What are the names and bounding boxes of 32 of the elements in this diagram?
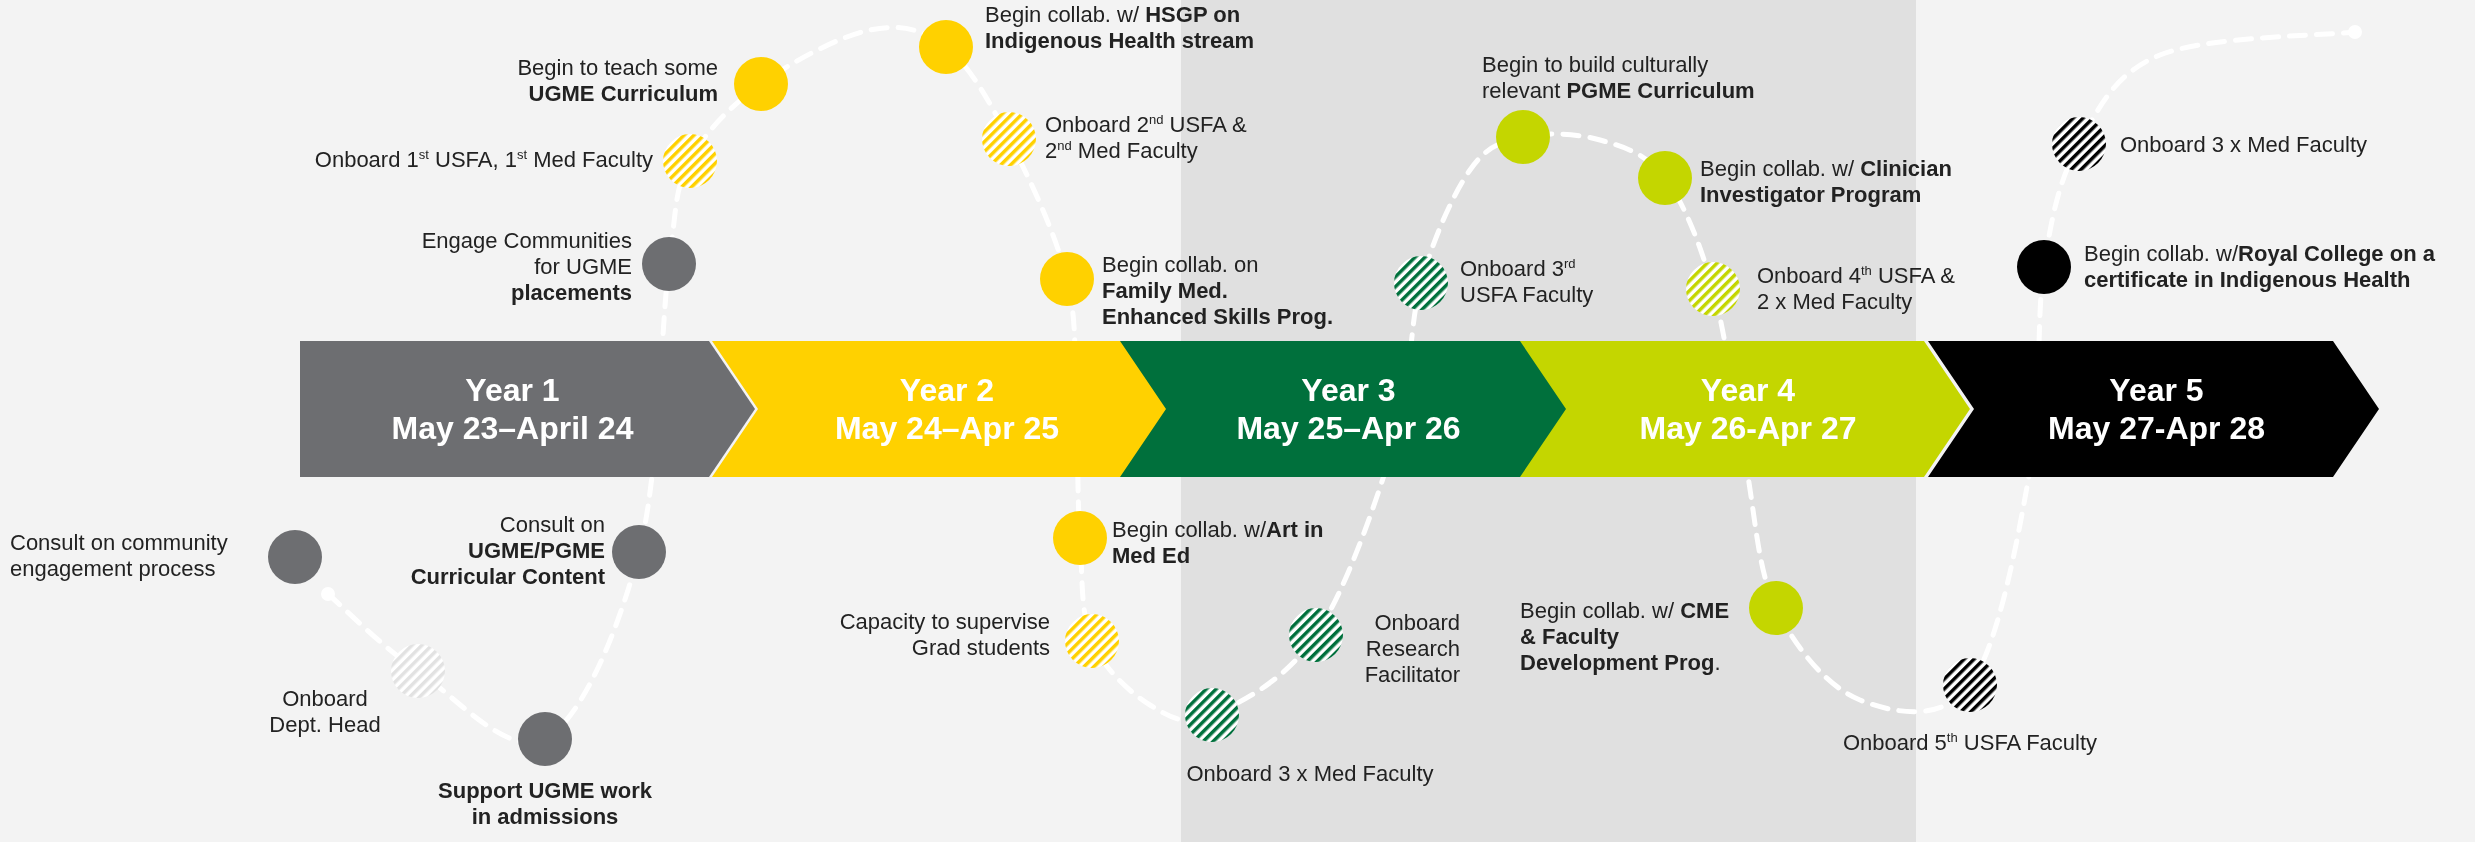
milestone-label: Support UGME work in admissions [437,778,653,830]
milestone-label: Begin collab. w/ CME & Faculty Development Prog. [1520,598,1731,676]
milestone-label: Consult on UGME/PGME Curricular Content [409,512,605,590]
milestone-label: Begin collab. w/Art in Med Ed [1112,517,1325,569]
year-label: Year 3 [1300,371,1397,409]
year-label: Year 2 [898,371,996,409]
milestone-label: Onboard Dept. Head [268,686,382,738]
milestone-label: Onboard Research Facilitator [1363,610,1460,688]
milestone-label: Consult on community engagement process [10,530,229,582]
milestone-label: Onboard 3$^{rd}$ USFA Faculty [1460,256,1595,308]
date-range: May 27-Apr 28 [2047,409,2266,447]
milestone-label: Engage Communities for UGME placements [420,228,632,306]
milestone-label: Onboard 5$^{th}$ USFA Faculty [1841,730,2099,756]
milestone-label: Onboard 2$^{nd}$ USFA & 2$^{nd}$ Med Faculty [1045,112,1248,164]
year-label: Year 5 [2108,371,2205,409]
date-range: May 23–April 24 [390,409,635,447]
milestone-label: Capacity to supervise Grad students [838,609,1050,661]
date-range: May 25–Apr 26 [1235,409,1462,447]
milestone-label: Begin to teach some UGME Curriculum [516,55,718,107]
date-range: May 26-Apr 27 [1638,409,1858,447]
milestone-label: Begin to build culturally relevant PGME Curriculum [1482,52,1756,104]
date-range: May 24–Apr 25 [833,409,1061,447]
year-label: Year 1 [464,371,561,409]
milestone-label: Begin collab. on Family Med. Enhanced Skills Prog. [1102,252,1334,330]
milestone-label: Onboard 3 x Med Faculty [1185,761,1435,787]
milestone-label: Onboard 4$^{th}$ USFA & 2 x Med Faculty [1757,263,1956,315]
milestone-label: Begin collab. w/ HSGP on Indigenous Health stream [985,2,1255,54]
year-label: Year 4 [1699,371,1797,409]
milestone-label: Begin collab. w/Royal College on a certificate in Indigenous Health [2084,241,2436,293]
milestone-label: Onboard 1$^{st}$ USFA, 1$^{st}$ Med Faculty [313,147,653,173]
milestone-label: Onboard 3 x Med Faculty [2120,132,2368,158]
milestone-label: Begin collab. w/ Clinician Investigator Program [1700,156,1953,208]
